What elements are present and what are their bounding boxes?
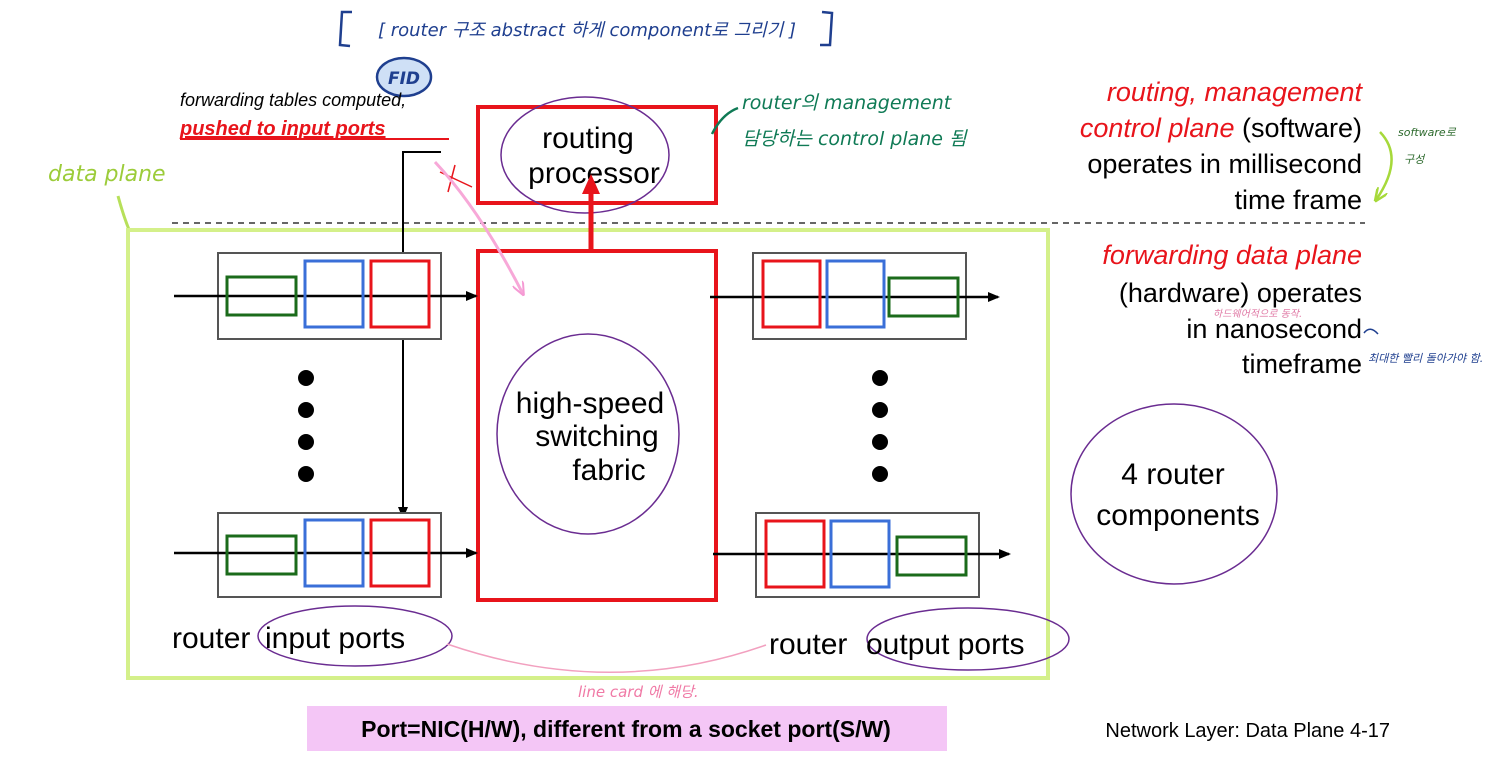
routing-processor: routing processor [476, 96, 718, 214]
queue-blue-box [829, 519, 891, 589]
queue-blue-box [825, 259, 886, 329]
queue-green-box [225, 275, 298, 317]
highlight-note-bg [307, 706, 947, 751]
pink-pointer [433, 160, 523, 294]
data-line3: in nanosecond [1186, 314, 1362, 344]
queue-blue-box [303, 259, 365, 329]
control-line4: time frame [1234, 185, 1362, 215]
input-port-top [174, 252, 478, 340]
data-line1: forwarding data plane [1102, 240, 1362, 270]
control-plane-note: router의 management 담당하는 control plane 됨 [710, 92, 968, 150]
data-line2: (hardware) operates [1119, 278, 1362, 308]
input-ports-circled: input ports [265, 622, 405, 655]
queue-red-box [369, 518, 431, 588]
top-note-text: [ router 구조 abstract 하게 component로 그리기 ] [378, 20, 796, 41]
top-bracket-note: [ router 구조 abstract 하게 component로 그리기 ] [338, 10, 834, 48]
output-ports-circled: output ports [866, 628, 1024, 661]
software-note-line1: software로 [1398, 126, 1457, 139]
output-ports-label: router output ports [769, 607, 1070, 671]
control-line1: routing, management [1107, 77, 1364, 107]
hardware-note: 하드웨어적으로 동작. [1213, 308, 1302, 320]
input-ports-prefix: router [172, 622, 250, 655]
fabric-line3: fabric [572, 454, 645, 487]
svg-text:router: router [172, 622, 250, 655]
data-plane-description: forwarding data plane (hardware) operate… [1102, 240, 1362, 379]
queue-green-box [225, 534, 298, 576]
data-plane-handwritten-label: data plane [48, 162, 166, 187]
four-components-line2: components [1096, 499, 1259, 532]
nanosecond-tick [1363, 328, 1379, 335]
output-port-top [710, 252, 1000, 340]
control-note-line1: router의 management [742, 92, 953, 114]
control-line2-em: control plane [1080, 113, 1235, 143]
data-line4: timeframe [1242, 349, 1362, 379]
input-ellipsis-dots [298, 370, 314, 482]
queue-red-box [761, 259, 822, 329]
four-components-label: 4 router components [1070, 403, 1278, 585]
fabric-line1: high-speed [516, 387, 664, 420]
four-components-line1: 4 router [1121, 458, 1224, 491]
input-ports-label: router input ports [172, 605, 453, 667]
highlight-note: Port=NIC(H/W), different from a socket p… [361, 716, 891, 742]
queue-red-box [764, 519, 826, 589]
output-port-bottom [713, 512, 1011, 598]
control-plane-description: routing, management control plane (softw… [1080, 77, 1364, 215]
switching-fabric-circle [496, 333, 680, 535]
fabric-line2: switching [535, 420, 658, 453]
output-ellipsis-dots [872, 370, 888, 482]
forwarding-tables-text: forwarding tables computed, [180, 90, 406, 110]
routing-processor-line1: routing [542, 122, 634, 155]
control-line2: control plane (software) [1080, 113, 1362, 143]
forwarding-table-push-line [398, 151, 441, 519]
pushed-to-input-ports-text: pushed to input ports [179, 118, 386, 140]
fib-label: FID [388, 69, 420, 89]
input-port-bottom [174, 512, 478, 598]
slide-label: Network Layer: Data Plane 4-17 [1105, 720, 1390, 742]
control-line3: operates in millisecond [1087, 149, 1362, 179]
output-ports-prefix: router [769, 628, 847, 661]
data-plane-pointer [116, 195, 132, 233]
routing-processor-line2: processor [528, 157, 660, 190]
queue-blue-box [303, 518, 365, 588]
fib-annotation: FID [375, 56, 433, 98]
queue-green-box [887, 276, 960, 318]
software-note-line2: 구성 [1404, 153, 1426, 166]
timeframe-note: 최대한 빨리 돌아가야 함. [1368, 352, 1483, 365]
control-note-line2: 담당하는 control plane 됨 [742, 128, 968, 150]
queue-red-box [369, 259, 431, 329]
software-note: software로 구성 [1376, 126, 1457, 200]
switching-fabric: high-speed switching fabric [476, 249, 718, 602]
control-line2-rest: (software) [1234, 113, 1362, 143]
queue-green-box [895, 535, 968, 577]
line-card-connector [446, 643, 767, 673]
line-card-note: line card 에 해당. [578, 683, 699, 701]
